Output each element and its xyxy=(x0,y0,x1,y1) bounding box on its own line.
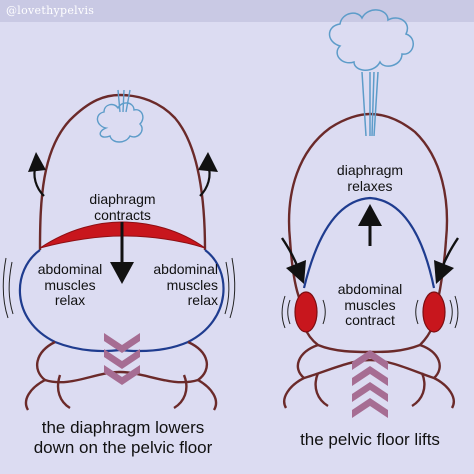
arrow-icon xyxy=(198,152,218,197)
label-line: diaphragm xyxy=(89,191,156,207)
caption-line: down on the pelvic floor xyxy=(33,438,213,458)
label-line: relaxes xyxy=(347,177,393,194)
left-diaphragm-label: diaphragm contracts xyxy=(70,191,175,223)
motion-lines-icon xyxy=(281,295,459,329)
caption-line: the diaphragm lowers xyxy=(41,418,205,437)
left-pelvis-right xyxy=(187,340,218,411)
label-line: relax xyxy=(187,292,218,309)
left-abdominal-left-label: abdominal muscles relax xyxy=(30,261,110,309)
left-caption: the diaphragm lowers down on the pelvic … xyxy=(8,418,238,458)
arrow-icon xyxy=(434,237,459,284)
label-line: diaphragm xyxy=(336,162,404,178)
label-line: abdominal xyxy=(337,281,403,297)
right-muscle-right xyxy=(422,291,446,333)
right-pelvis-right xyxy=(419,343,455,409)
right-pelvis-left xyxy=(283,343,319,409)
right-pelvic-floor xyxy=(303,358,435,380)
chevron-up-icon xyxy=(352,350,388,418)
left-pelvis-left xyxy=(24,340,56,411)
label-line: contracts xyxy=(94,206,151,223)
arrow-icon xyxy=(358,204,382,246)
right-diaphragm-label: diaphragm relaxes xyxy=(320,162,420,194)
arrow-icon xyxy=(110,222,134,284)
label-line: muscles xyxy=(44,276,96,293)
left-pelvic-floor xyxy=(44,370,199,384)
label-line: muscles xyxy=(344,296,396,313)
right-figure xyxy=(281,9,459,418)
left-abdominal-right-label: abdominal muscles relax xyxy=(138,261,218,309)
left-figure xyxy=(2,89,236,411)
right-diaphragm-relaxed xyxy=(302,196,436,289)
motion-lines-icon xyxy=(2,257,236,319)
right-caption: the pelvic floor lifts xyxy=(268,430,472,450)
chevron-down-icon xyxy=(104,333,140,385)
label-line: muscles xyxy=(166,276,218,293)
caption-line: the pelvic floor lifts xyxy=(300,430,440,449)
breath-cloud-icon xyxy=(328,9,414,137)
right-hip-left xyxy=(314,372,329,408)
left-abdominal-wall-right xyxy=(119,249,225,353)
left-hip-left xyxy=(56,374,71,410)
left-abdominal-wall-left xyxy=(18,249,121,353)
right-hip-right xyxy=(411,372,426,408)
arrow-icon xyxy=(28,152,46,197)
label-line: abdominal xyxy=(37,261,103,277)
left-torso-outline xyxy=(38,93,207,251)
social-handle: @lovethypelvis xyxy=(6,4,95,17)
handle-banner xyxy=(0,0,474,22)
label-line: relax xyxy=(54,292,86,309)
breath-cloud-icon xyxy=(96,89,144,143)
left-hip-right xyxy=(173,374,188,410)
right-abdominal-label: abdominal muscles contract xyxy=(322,281,418,329)
label-line: contract xyxy=(345,312,395,329)
right-muscle-left xyxy=(294,291,318,333)
arrow-icon xyxy=(281,237,306,284)
label-line: abdominal xyxy=(153,261,218,277)
